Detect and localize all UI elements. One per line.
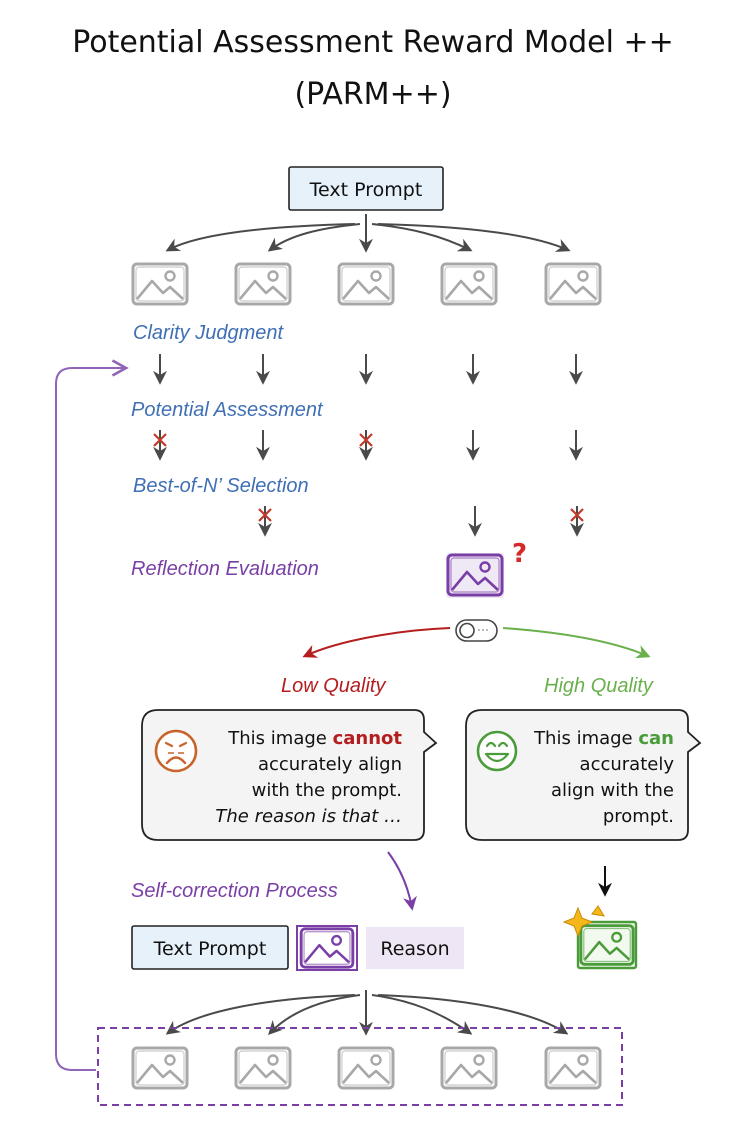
generated-images-row [131, 262, 602, 306]
title-line-2: (PARM++) [294, 77, 451, 112]
reason-box: Reason [366, 927, 464, 969]
top-fanout-arrows [165, 214, 571, 253]
low-quality-text-line-2: accurately align [258, 754, 402, 775]
image-placeholder-icon [544, 1046, 602, 1090]
loop-back-arrow [55, 359, 129, 1071]
high-quality-label: High Quality [544, 675, 654, 697]
image-placeholder-icon [234, 1046, 292, 1090]
self-correction-arrow [387, 851, 417, 911]
stage-reflection-evaluation: Reflection Evaluation [131, 558, 319, 580]
reason-label: Reason [380, 938, 449, 960]
bottom-text-prompt-label: Text Prompt [153, 938, 267, 960]
image-placeholder-icon [440, 262, 498, 306]
image-placeholder-icon [234, 262, 292, 306]
frown-face-icon [154, 729, 198, 773]
high-quality-text-line-1: This image can [533, 728, 674, 749]
regenerated-images-row [131, 1046, 602, 1090]
question-mark: ? [512, 539, 527, 569]
high-quality-text-line-4: prompt. [603, 806, 674, 827]
top-text-prompt-box: Text Prompt [288, 166, 444, 211]
image-placeholder-icon [337, 262, 395, 306]
bottom-fanout-arrows [165, 990, 569, 1036]
image-placeholder-icon [440, 1046, 498, 1090]
low-quality-branch-arrow [302, 627, 451, 658]
stage-self-correction-process: Self-correction Process [131, 880, 338, 902]
low-quality-bubble: This image cannot accurately align with … [141, 709, 438, 841]
high-quality-branch-arrow [502, 627, 651, 659]
stage-potential-assessment: Potential Assessment [131, 399, 324, 421]
low-quality-label: Low Quality [281, 675, 386, 697]
bottom-text-prompt-box: Text Prompt [131, 925, 289, 970]
image-placeholder-icon [337, 1046, 395, 1090]
image-placeholder-icon [131, 1046, 189, 1090]
low-quality-reason-text: The reason is that … [215, 806, 402, 827]
smile-face-icon [476, 730, 518, 772]
image-placeholder-icon [131, 262, 189, 306]
stage-clarity-judgment: Clarity Judgment [133, 322, 285, 344]
cross-mark-icon [153, 433, 373, 447]
low-quality-text-line-3: with the prompt. [252, 780, 402, 801]
clarity-arrows [153, 354, 583, 385]
cross-mark-icon [258, 508, 584, 522]
high-quality-bubble: This image can accurately align with the… [465, 709, 702, 841]
high-quality-text-line-3: align with the [551, 780, 674, 801]
selected-image [446, 553, 504, 598]
best-of-n-arrows [258, 506, 584, 537]
top-text-prompt-label: Text Prompt [309, 179, 423, 201]
potential-arrows [153, 430, 583, 461]
bottom-image [296, 925, 358, 971]
toggle-switch-icon [455, 619, 498, 642]
accepted-image [576, 920, 638, 970]
sparkle-icon [562, 905, 605, 938]
title-line-1: Potential Assessment Reward Model ++ [72, 25, 674, 60]
low-quality-text-line-1: This image cannot [227, 728, 402, 749]
image-placeholder-icon [544, 262, 602, 306]
stage-best-of-n-selection: Best-of-N’ Selection [133, 475, 309, 497]
high-quality-text-line-2: accurately [580, 754, 675, 775]
